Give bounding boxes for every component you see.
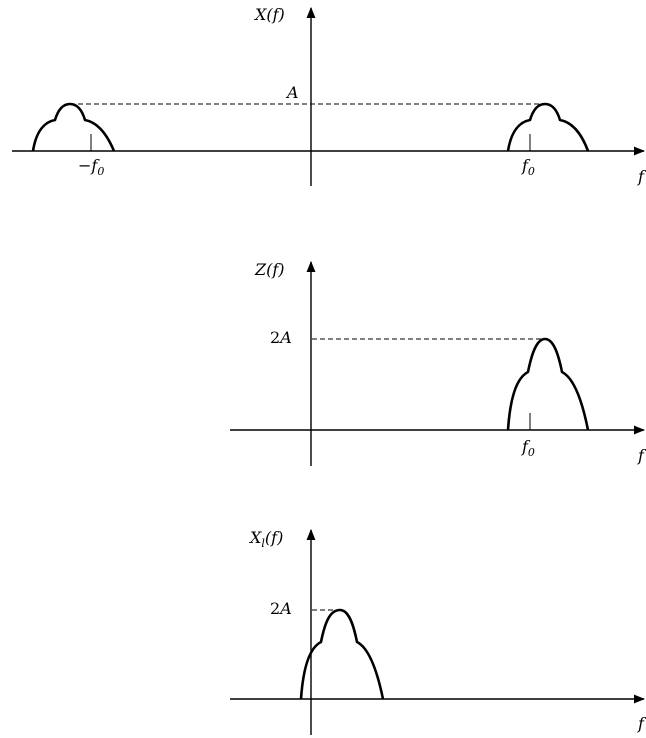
y-axis-label: Z(f): [254, 260, 285, 279]
tick-label-f0: f0: [521, 437, 535, 459]
tick-label-neg-f0: −f0: [78, 156, 104, 178]
spectrum-lobe: [506, 337, 590, 431]
panel-z-of-f: Z(f) 2A f0 f: [230, 260, 646, 466]
y-axis-label: X(f): [253, 5, 285, 24]
spectrum-right-lobe: [506, 102, 590, 152]
spectrum-left-lobe: [31, 102, 116, 152]
y-axis-label: Xl(f): [248, 528, 283, 550]
level-label-2a: 2A: [270, 599, 292, 618]
x-axis-label: f: [637, 167, 646, 186]
spectrum-lobe: [299, 608, 385, 700]
panel-x-of-f: X(f) A −f0 f0 f: [12, 5, 646, 186]
x-axis-label: f: [637, 446, 646, 465]
panel-xl-of-f: Xl(f) 2A f: [230, 528, 646, 735]
tick-label-f0: f0: [521, 156, 535, 178]
x-axis-label: f: [637, 714, 646, 733]
level-label-2a: 2A: [270, 328, 292, 347]
level-label-a: A: [285, 83, 299, 102]
